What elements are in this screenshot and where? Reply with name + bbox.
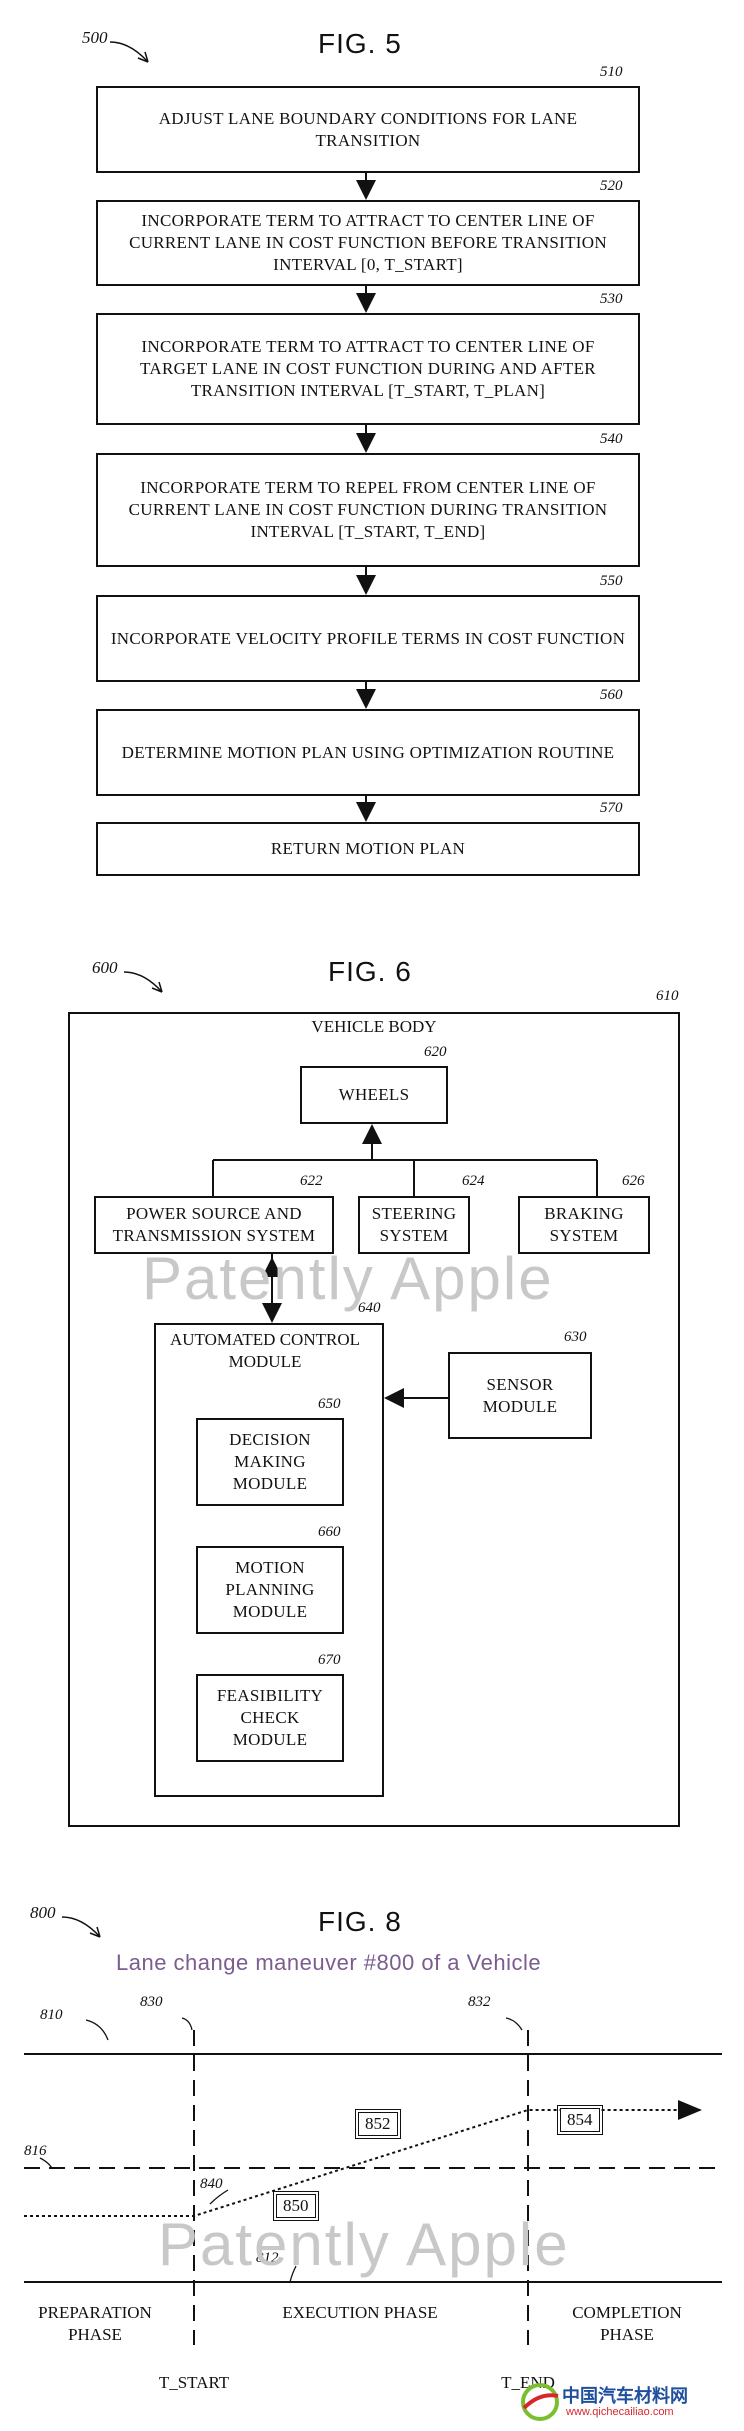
ref-670: 670 bbox=[318, 1652, 341, 1668]
ref-630: 630 bbox=[564, 1329, 587, 1345]
ref-810: 810 bbox=[40, 2007, 63, 2023]
ref-840: 840 bbox=[200, 2176, 223, 2192]
power-box: POWER SOURCE AND TRANSMISSION SYSTEM bbox=[94, 1196, 334, 1254]
label-t-end: T_END bbox=[501, 2373, 555, 2392]
trajectory-path bbox=[24, 2100, 702, 2217]
ref-570: 570 bbox=[600, 800, 623, 816]
footer-logo: 中国汽车材料网 www.qichecailiao.com bbox=[520, 2380, 734, 2424]
ref-830: 830 bbox=[140, 1994, 163, 2010]
step-530: INCORPORATE TERM TO ATTRACT TO CENTER LI… bbox=[96, 313, 640, 425]
label-t-start: T_START bbox=[158, 2373, 230, 2392]
watermark-fig8: Patently Apple bbox=[158, 2211, 570, 2278]
fig8-lanes bbox=[24, 2017, 722, 2345]
steering-box: STEERING SYSTEM bbox=[358, 1196, 470, 1254]
badge-854: 854 bbox=[557, 2105, 603, 2135]
fig5-ref: 500 bbox=[82, 28, 108, 47]
ref-540: 540 bbox=[600, 431, 623, 447]
badge-850: 850 bbox=[273, 2191, 319, 2221]
ref-622: 622 bbox=[300, 1173, 323, 1189]
fig5-title: FIG. 5 bbox=[318, 28, 402, 59]
decision-box: DECISION MAKING MODULE bbox=[196, 1418, 344, 1506]
vehicle-body-box bbox=[68, 1012, 680, 1827]
fig8-subtitle: Lane change maneuver #800 of a Vehicle bbox=[116, 1950, 542, 1975]
fig8-title: FIG. 8 bbox=[318, 1906, 402, 1937]
logo-url: www.qichecailiao.com bbox=[566, 2406, 674, 2418]
fig6-ref: 600 bbox=[92, 958, 118, 977]
phase-execution: EXECUTION PHASE bbox=[282, 2303, 438, 2322]
ref-620: 620 bbox=[424, 1044, 447, 1060]
step-540: INCORPORATE TERM TO REPEL FROM CENTER LI… bbox=[96, 453, 640, 567]
badge-852: 852 bbox=[355, 2109, 401, 2139]
ref-560: 560 bbox=[600, 687, 623, 703]
ref-640: 640 bbox=[358, 1300, 381, 1316]
ref-510: 510 bbox=[600, 64, 623, 80]
wheels-box: WHEELS bbox=[300, 1066, 448, 1124]
ref-550: 550 bbox=[600, 573, 623, 589]
ref-832: 832 bbox=[468, 1994, 491, 2010]
ref-610: 610 bbox=[656, 988, 679, 1004]
fig6-title: FIG. 6 bbox=[328, 956, 412, 987]
phase-preparation: PREPARATION PHASE bbox=[38, 2303, 152, 2344]
step-520: INCORPORATE TERM TO ATTRACT TO CENTER LI… bbox=[96, 200, 640, 286]
step-550: INCORPORATE VELOCITY PROFILE TERMS IN CO… bbox=[96, 595, 640, 682]
ref-660: 660 bbox=[318, 1524, 341, 1540]
phase-completion: COMPLETION PHASE bbox=[572, 2303, 682, 2344]
vehicle-body-label: VEHICLE BODY bbox=[311, 1017, 437, 1036]
fig6-connectors bbox=[212, 1124, 598, 1408]
ref-816: 816 bbox=[24, 2143, 47, 2159]
logo-swoosh-icon bbox=[521, 2383, 559, 2421]
step-510: ADJUST LANE BOUNDARY CONDITIONS FOR LANE… bbox=[96, 86, 640, 173]
logo-cn-text: 中国汽车材料网 bbox=[562, 2386, 688, 2407]
ref-530: 530 bbox=[600, 291, 623, 307]
fig8-ref: 800 bbox=[30, 1903, 56, 1922]
fig5-connectors bbox=[356, 173, 376, 822]
braking-box: BRAKING SYSTEM bbox=[518, 1196, 650, 1254]
sensor-box: SENSOR MODULE bbox=[448, 1352, 592, 1439]
fig5-ref-arrow bbox=[109, 41, 149, 63]
watermark-fig6: Patently Apple bbox=[142, 1245, 554, 1312]
feasibility-box: FEASIBILITY CHECK MODULE bbox=[196, 1674, 344, 1762]
ref-626: 626 bbox=[622, 1173, 645, 1189]
step-560: DETERMINE MOTION PLAN USING OPTIMIZATION… bbox=[96, 709, 640, 796]
ref-650: 650 bbox=[318, 1396, 341, 1412]
fig8-ref-arrow bbox=[61, 1916, 101, 1938]
step-570: RETURN MOTION PLAN bbox=[96, 822, 640, 876]
ref-624: 624 bbox=[462, 1173, 485, 1189]
fig6-ref-arrow bbox=[123, 971, 163, 993]
ref-812: 812 bbox=[256, 2250, 279, 2266]
acm-label: AUTOMATED CONTROL MODULE bbox=[170, 1330, 360, 1371]
ref-520: 520 bbox=[600, 178, 623, 194]
motion-box: MOTION PLANNING MODULE bbox=[196, 1546, 344, 1634]
acm-box bbox=[154, 1323, 384, 1797]
